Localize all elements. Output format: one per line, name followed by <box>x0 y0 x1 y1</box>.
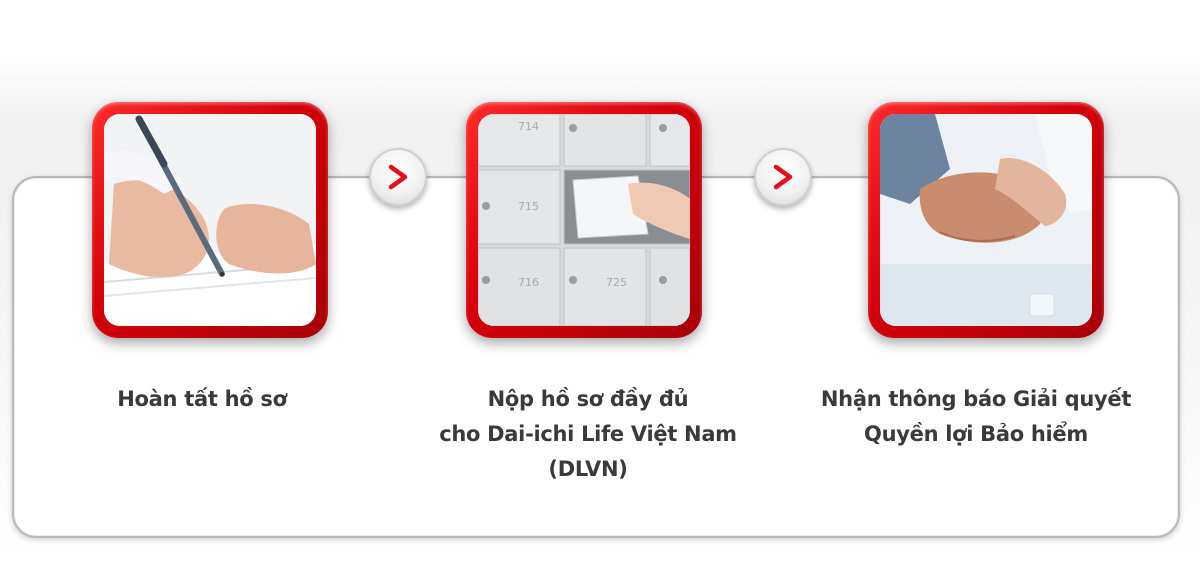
chevron-right-icon <box>388 164 408 190</box>
step-2-image-card: 714 715 716 725 <box>466 102 702 338</box>
next-step-arrow-button-1[interactable] <box>369 148 427 206</box>
step-2-label-line-3: (DLVN) <box>548 457 628 481</box>
step-2-label-line-1: Nộp hồ sơ đầy đủ <box>487 387 689 411</box>
step-3-label: Nhận thông báo Giải quyết Quyền lợi Bảo … <box>816 382 1136 452</box>
box-number-714: 714 <box>518 120 539 133</box>
hand-signing-image <box>104 114 316 326</box>
handshake-image <box>880 114 1092 326</box>
step-3-label-line-1: Nhận thông báo Giải quyết <box>820 387 1132 411</box>
step-2-label: Nộp hồ sơ đầy đủ cho Dai-ichi Life Việt … <box>428 382 748 487</box>
chevron-right-icon <box>773 164 793 190</box>
mailbox-submission-image: 714 715 716 725 <box>478 114 690 326</box>
box-number-716: 716 <box>518 276 539 289</box>
step-1-image-card <box>92 102 328 338</box>
step-1-label: Hoàn tất hồ sơ <box>42 382 362 417</box>
next-step-arrow-button-2[interactable] <box>754 148 812 206</box>
box-number-725: 725 <box>606 276 627 289</box>
box-number-715: 715 <box>518 200 539 213</box>
step-3-image-card <box>868 102 1104 338</box>
step-1-label-line-1: Hoàn tất hồ sơ <box>117 387 287 411</box>
step-3-label-line-2: Quyền lợi Bảo hiểm <box>864 422 1088 446</box>
step-2-label-line-2: cho Dai-ichi Life Việt Nam <box>439 422 737 446</box>
